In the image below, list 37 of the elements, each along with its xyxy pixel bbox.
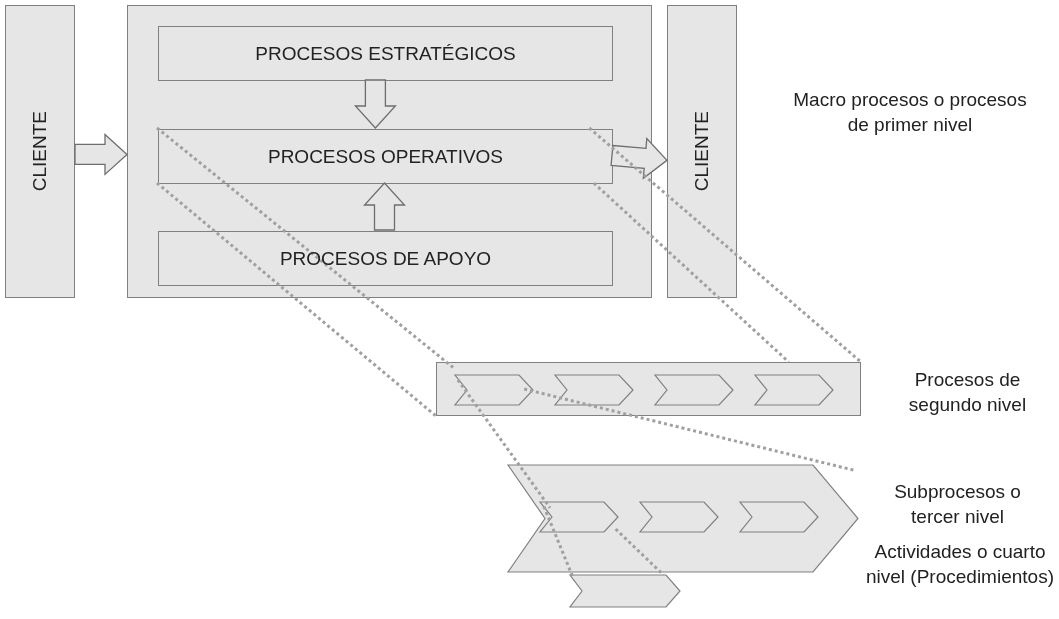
box-label: PROCESOS ESTRATÉGICOS <box>255 42 516 65</box>
process-box <box>158 231 613 286</box>
chevron-shape <box>740 502 818 532</box>
process-box <box>158 26 613 81</box>
chevron-shape <box>540 502 618 532</box>
leader-line <box>523 387 855 472</box>
leader-line <box>542 505 575 579</box>
leader-line <box>156 181 437 418</box>
box-label: CLIENTE <box>29 111 51 192</box>
level-label: Procesos de segundo nivel <box>907 368 1028 417</box>
process-map-panel <box>127 5 652 298</box>
chevron-shape <box>570 575 680 607</box>
chevron-shape <box>640 502 718 532</box>
chevron-shape <box>455 375 533 405</box>
block-arrow <box>353 79 397 129</box>
leader-line <box>614 527 665 577</box>
leader-line <box>156 126 454 369</box>
level-label: Macro procesos o procesos de primer nivel <box>792 88 1028 137</box>
leader-line <box>588 126 862 364</box>
level-label: Actividades o cuarto nivel (Procedimientos) <box>865 540 1055 589</box>
level-bar <box>436 362 861 416</box>
block-arrow <box>610 136 668 180</box>
leader-line <box>592 181 790 364</box>
process-box <box>158 129 613 184</box>
box-label: CLIENTE <box>691 111 713 192</box>
chevron-shape <box>655 375 733 405</box>
chevron-arrow <box>508 465 858 572</box>
box-label: PROCESOS DE APOYO <box>279 247 492 270</box>
chevron-shape <box>755 375 833 405</box>
client-box <box>5 5 75 298</box>
leader-line <box>456 379 552 509</box>
block-arrow <box>74 132 128 176</box>
chevron-shape <box>555 375 633 405</box>
block-arrow <box>363 182 406 231</box>
level-label: Subprocesos o tercer nivel <box>893 480 1022 529</box>
client-box <box>667 5 737 298</box>
box-label: PROCESOS OPERATIVOS <box>267 145 504 168</box>
